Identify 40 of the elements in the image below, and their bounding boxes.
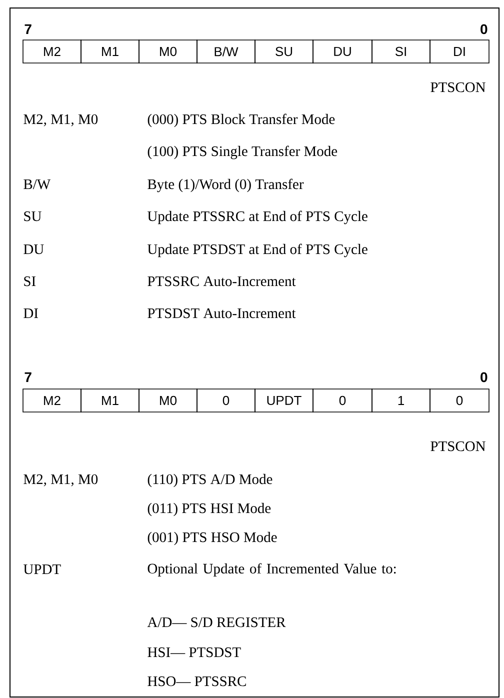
field-description: (000) PTS Block Transfer Mode <box>148 114 335 128</box>
field-name: DU <box>24 244 44 254</box>
register-name: PTSCON <box>430 82 486 92</box>
bit-cell: 0 <box>196 388 256 412</box>
field-description: Optional Update of Incremented Value to: <box>148 563 396 576</box>
field-name: M2, M1, M0 <box>24 114 98 126</box>
bit-cell: M2 <box>22 40 82 64</box>
bit-cell: DI <box>430 40 490 64</box>
bit-cell: DU <box>312 40 372 64</box>
field-description: PTSDST Auto-Increment <box>148 308 296 318</box>
field-name: SI <box>24 276 36 286</box>
field-name: M2, M1, M0 <box>24 474 98 486</box>
field-name: DI <box>24 308 38 318</box>
bit-cell: SI <box>372 40 430 64</box>
bit-cell: M0 <box>138 388 198 412</box>
field-description: (011) PTS HSI Mode <box>148 502 271 516</box>
field-description: (100) PTS Single Transfer Mode <box>148 146 338 160</box>
bit-cell: SU <box>254 40 314 64</box>
field-description: (110) PTS A/D Mode <box>148 474 272 488</box>
bit-cell: UPDT <box>254 388 314 412</box>
bit-cell: M2 <box>22 388 82 412</box>
bit-cell: 1 <box>372 388 430 412</box>
field-description: PTSSRC Auto-Increment <box>148 276 296 286</box>
field-name: UPDT <box>24 564 61 574</box>
bit-cell: M1 <box>80 388 140 412</box>
bit-cell: 0 <box>430 388 490 412</box>
bit-cell: M1 <box>80 40 140 64</box>
field-name: SU <box>24 211 42 222</box>
field-description: Update PTSDST at End of PTS Cycle <box>148 244 368 258</box>
bit-cell: M0 <box>138 40 198 64</box>
field-description: HSI— PTSDST <box>148 647 241 658</box>
field-description: A/D— S/D REGISTER <box>147 617 286 628</box>
field-description: (001) PTS HSO Mode <box>148 532 277 546</box>
bit-cell: 0 <box>312 388 372 412</box>
field-description: Byte (1)/Word (0) Transfer <box>148 178 304 192</box>
register-name: PTSCON <box>430 441 486 452</box>
bit-cell: B/W <box>196 40 256 64</box>
field-description: Update PTSSRC at End of PTS Cycle <box>148 210 368 224</box>
field-name: B/W <box>24 179 51 190</box>
field-description: HSO— PTSSRC <box>148 676 246 686</box>
